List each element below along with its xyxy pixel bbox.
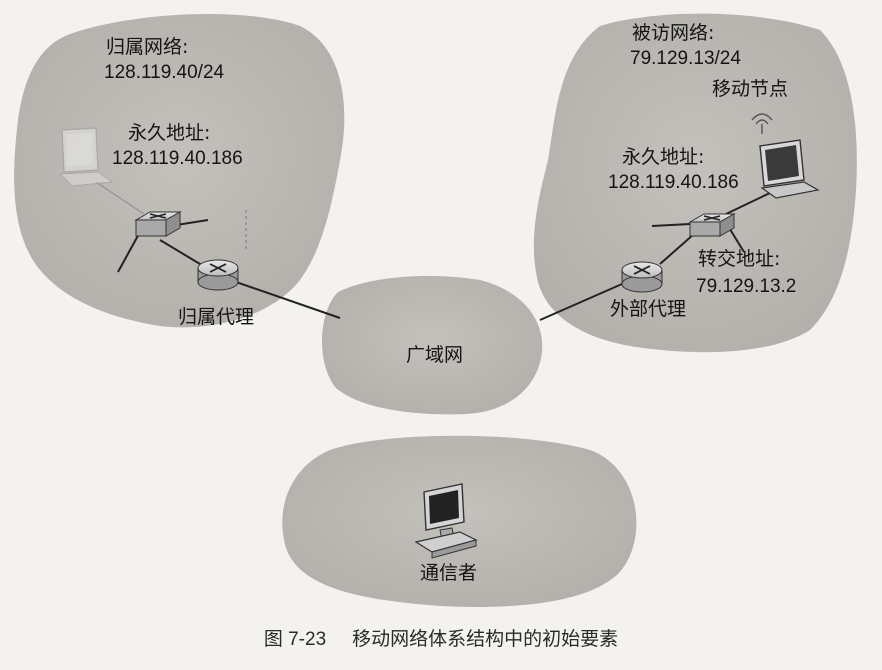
visited-switch-link-left bbox=[651, 223, 691, 227]
visited-network-title: 被访网络: bbox=[632, 22, 715, 44]
router-icon bbox=[621, 261, 663, 293]
wireless-signal-icon bbox=[751, 113, 773, 134]
visited-network-cloud bbox=[533, 13, 857, 353]
home-agent-label: 归属代理 bbox=[178, 306, 255, 328]
switch-icon bbox=[134, 211, 182, 237]
visited-switch-laptop-link bbox=[725, 191, 773, 215]
home-switch-link-left bbox=[117, 231, 141, 273]
correspondent-label: 通信者 bbox=[420, 562, 478, 584]
figure-caption: 图 7-23 移动网络体系结构中的初始要素 bbox=[0, 624, 882, 651]
care-of-address-label: 转交地址: bbox=[698, 248, 781, 270]
home-laptop-link bbox=[95, 181, 145, 215]
links bbox=[117, 191, 773, 321]
switch-icon bbox=[688, 213, 736, 237]
wan-label: 广域网 bbox=[406, 344, 464, 366]
home-network-title: 归属网络: bbox=[106, 36, 189, 58]
home-router-wan-link bbox=[235, 281, 341, 319]
home-network-subnet: 128.119.40/24 bbox=[104, 62, 225, 83]
mobile-node-label: 移动节点 bbox=[712, 78, 789, 100]
visited-network-subnet: 79.129.13/24 bbox=[630, 48, 741, 69]
visited-permanent-address-label: 永久地址: bbox=[622, 146, 705, 168]
laptop-icon bbox=[759, 139, 820, 199]
home-network-cloud bbox=[14, 14, 345, 328]
care-of-address: 79.129.13.2 bbox=[696, 276, 797, 297]
home-permanent-address-label: 永久地址: bbox=[128, 122, 211, 144]
home-permanent-address: 128.119.40.186 bbox=[112, 148, 243, 169]
laptop-icon bbox=[58, 127, 114, 187]
figure-number: 图 7-23 bbox=[263, 629, 327, 650]
wan-cloud bbox=[321, 276, 543, 415]
figure-caption-text: 移动网络体系结构中的初始要素 bbox=[352, 628, 619, 650]
visited-switch-router-link bbox=[659, 233, 695, 265]
desktop-computer-icon bbox=[414, 483, 478, 559]
foreign-agent-label: 外部代理 bbox=[610, 298, 687, 320]
router-icon bbox=[197, 259, 239, 291]
visited-permanent-address: 128.119.40.186 bbox=[608, 172, 739, 193]
wan-visited-router-link bbox=[539, 283, 623, 321]
